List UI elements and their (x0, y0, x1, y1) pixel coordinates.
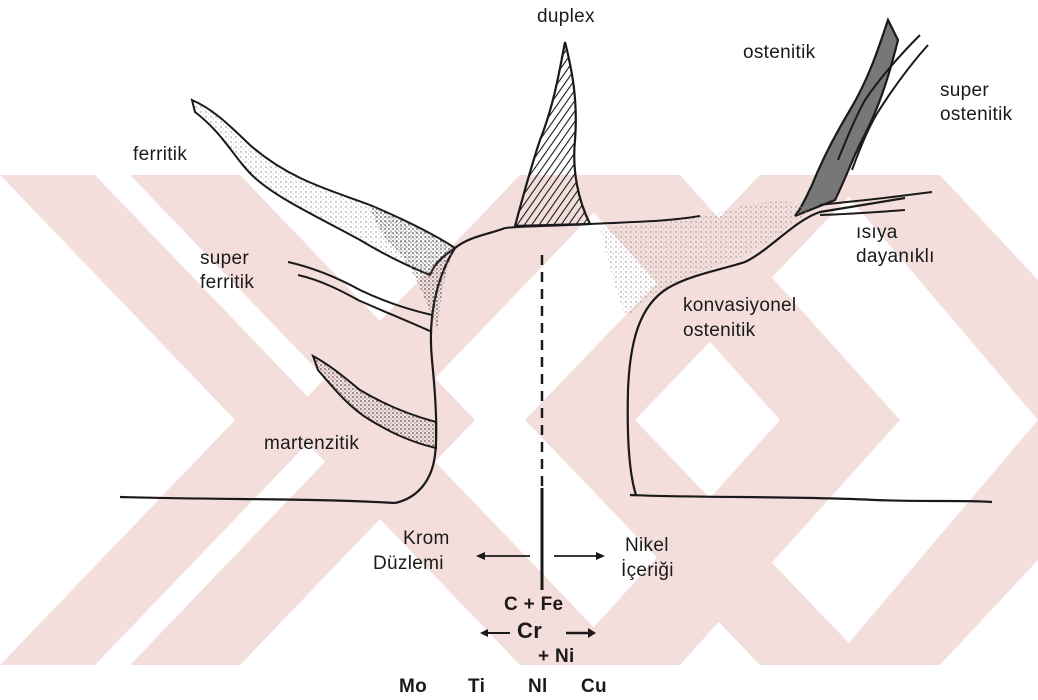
c-fe-label: C + Fe (504, 594, 563, 616)
element-label-ni: Nl (528, 676, 548, 698)
cr-label: Cr (517, 620, 542, 642)
isiya-dayanikli-label-line2: dayanıklı (856, 246, 935, 268)
ostenitik-label: ostenitik (743, 42, 815, 64)
krom-label-line1: Krom (403, 528, 450, 550)
nikel-label-line1: Nikel (625, 535, 669, 557)
duplex-label: duplex (537, 6, 595, 28)
super-ostenitik-label-line2: ostenitik (940, 104, 1012, 126)
element-label-mo: Mo (399, 676, 427, 698)
ferritik-label: ferritik (133, 144, 187, 166)
nikel-arrow (554, 552, 605, 560)
krom-label-line2: Düzlemi (373, 553, 444, 575)
konvasiyonel-ostenitik-label-line1: konvasiyonel (683, 295, 796, 317)
ni-plus-label: + Ni (538, 646, 575, 668)
isiya-dayanikli-label-line1: ısıya (856, 222, 898, 244)
element-label-cu: Cu (581, 676, 607, 698)
element-label-ti: Ti (468, 676, 485, 698)
duplex-branch (515, 42, 590, 226)
super-ferritik-label-line2: ferritik (200, 272, 254, 294)
super-ferritik-label-line1: super (200, 248, 249, 270)
super-ostenitik-label-line1: super (940, 80, 989, 102)
nikel-label-line2: İçeriği (621, 560, 674, 582)
konvasiyonel-ostenitik-label-line2: ostenitik (683, 320, 755, 342)
martenzitik-label: martenzitik (264, 433, 359, 455)
